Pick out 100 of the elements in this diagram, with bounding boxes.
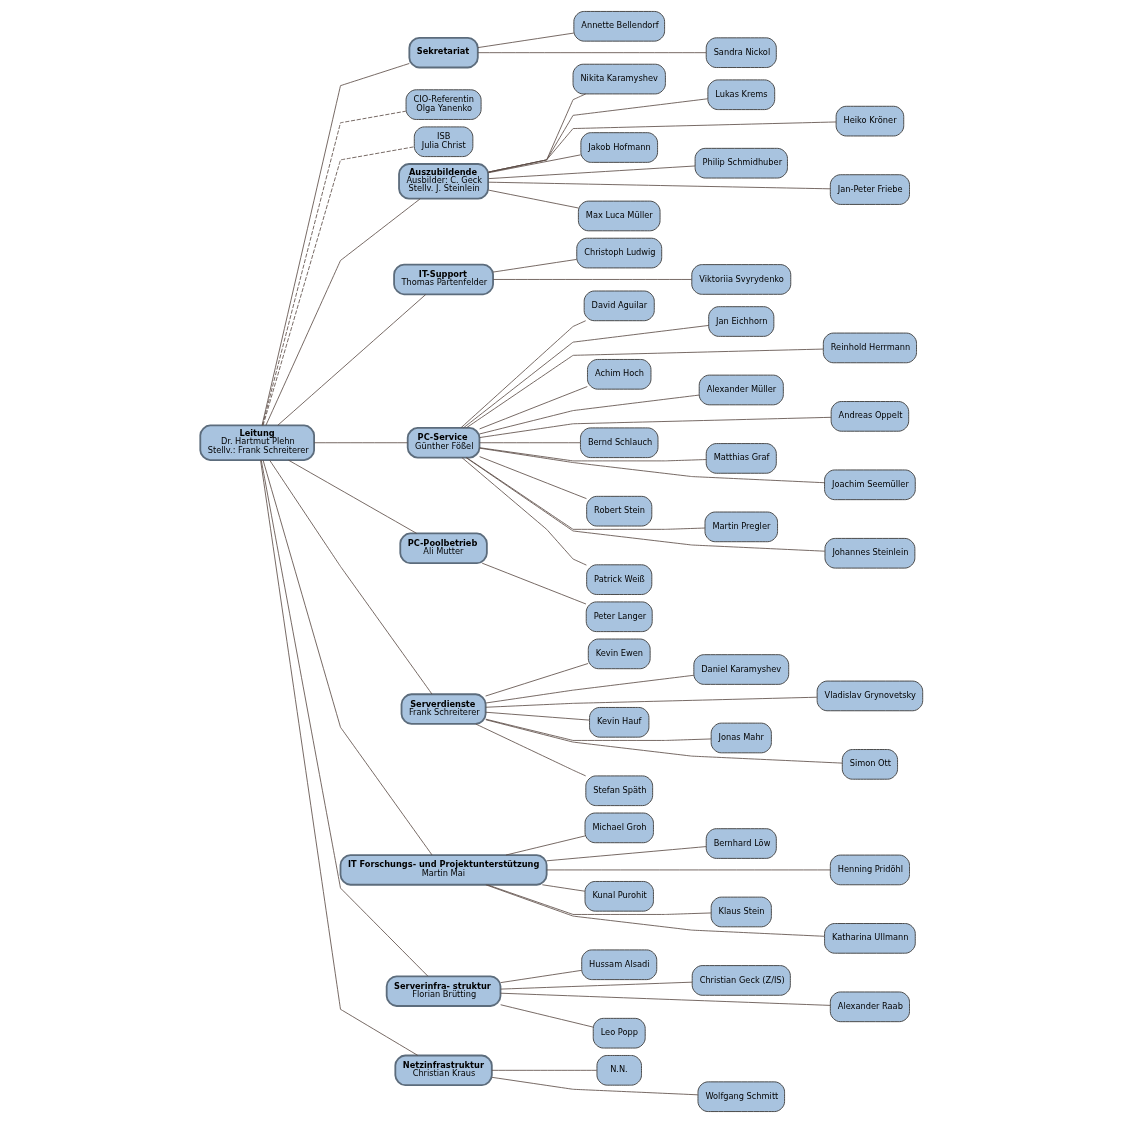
connector: [487, 93, 587, 173]
node-box: CIO-Referentin Olga Yanenko: [405, 89, 482, 120]
node-box: Simon Ott: [841, 749, 899, 780]
connector: [277, 294, 427, 426]
node-box: Auszubildende Ausbilder: C. Geck Stellv. J. Steinlein: [398, 163, 489, 200]
node-box: Peter Langer: [585, 601, 653, 633]
connector: [546, 869, 831, 871]
connector: [505, 835, 586, 856]
node-box: Philip Schmidhuber: [694, 147, 788, 179]
node-box: Heiko Kröner: [835, 105, 905, 137]
connector: [487, 181, 831, 190]
node-box: Patrick Weiß: [586, 564, 653, 595]
node-box: Max Luca Müller: [577, 200, 661, 232]
connector: [487, 121, 837, 173]
node-box: Nikita Karamyshev: [572, 63, 666, 95]
node-box: Johannes Steinlein: [824, 537, 916, 569]
node-box: Jan Eichhorn: [708, 306, 775, 337]
node-box: ISB Julia Christ: [413, 126, 474, 158]
connector: [313, 442, 408, 444]
connector: [485, 711, 590, 721]
connector: [500, 1004, 594, 1028]
connector: [500, 992, 831, 1006]
connector: [260, 459, 419, 1056]
connector: [479, 442, 581, 444]
node-box: Daniel Karamyshev: [693, 654, 790, 685]
node-box: PC-Service Günther Fößel: [406, 427, 481, 459]
node-box: IT-Support Thomas Partenfelder: [393, 263, 494, 296]
connector: [465, 457, 826, 552]
node-box: IT Forschungs- und Projektunterstützung Martin Mai: [339, 854, 548, 886]
connector: [261, 63, 410, 426]
node-box: Bernhard Löw: [705, 828, 777, 859]
node-box: Alexander Müller: [698, 374, 784, 406]
node-box: Annette Bellendorf: [573, 10, 666, 42]
node-box: David Aguilar: [583, 290, 655, 322]
connector: [491, 1069, 598, 1071]
node-box: Leo Popp: [592, 1017, 646, 1049]
connector: [487, 884, 712, 915]
connector: [488, 165, 696, 180]
node-box: Sandra Nickol: [705, 37, 777, 69]
node-box: Kevin Hauf: [589, 706, 650, 738]
connector: [492, 259, 577, 273]
connector: [487, 98, 709, 173]
node-box: Sekretariat: [408, 36, 479, 69]
connector: [262, 146, 415, 426]
node-box: Andreas Oppelt: [830, 401, 910, 432]
connector: [485, 884, 825, 937]
connector: [260, 459, 429, 977]
connector: [466, 348, 824, 429]
connector: [475, 723, 587, 777]
node-box: Hussam Alsadi: [581, 949, 658, 981]
node-box: Jonas Mahr: [710, 722, 772, 754]
connector: [485, 718, 712, 741]
connector: [492, 279, 693, 280]
connector: [479, 447, 707, 462]
node-box: Jan-Peter Friebe: [829, 174, 910, 205]
node-box: Joachim Seemüller: [824, 469, 916, 501]
connector: [500, 981, 693, 990]
connector: [265, 198, 421, 426]
connector: [288, 459, 418, 534]
connector: [479, 456, 587, 500]
connector: [479, 386, 588, 430]
node-box: Henning Pridöhl: [829, 854, 910, 886]
node-box: Lukas Krems: [707, 79, 776, 111]
node-box: Leitung Dr. Hartmut Plehn Stellv.: Frank Schreiterer: [199, 424, 315, 461]
connector: [481, 562, 587, 605]
node-box: Bernd Schlauch: [579, 427, 659, 459]
connector: [461, 457, 587, 566]
node-box: Reinhold Herrmann: [822, 332, 917, 364]
node-box: Viktoriia Svyrydenko: [691, 264, 792, 295]
connector: [462, 325, 709, 429]
node-box: Kunal Purohit: [584, 880, 654, 912]
node-box: Jakob Hofmann: [580, 132, 659, 163]
connector: [485, 719, 843, 764]
connector: [485, 696, 818, 708]
connector: [491, 1076, 699, 1096]
connector: [269, 459, 433, 695]
node-box: Martin Pregler: [704, 511, 779, 543]
connector: [541, 884, 586, 892]
node-box: Matthias Graf: [705, 443, 777, 474]
connector: [479, 394, 700, 435]
node-box: Serverdienste Frank Schreiterer: [400, 693, 487, 725]
node-box: Alexander Raab: [829, 991, 910, 1023]
connector: [477, 32, 575, 48]
connector: [479, 416, 832, 438]
node-box: Kevin Ewen: [587, 638, 651, 670]
node-box: Robert Stein: [586, 495, 653, 527]
node-box: Achim Hoch: [587, 358, 652, 390]
node-box: Serverinfra- struktur Florian Brütting: [385, 975, 502, 1007]
node-box: Stefan Späth: [585, 775, 654, 807]
connector: [460, 320, 587, 429]
node-box: Katharina Ullmann: [824, 923, 916, 954]
node-box: Michael Groh: [584, 812, 654, 844]
connector: [546, 846, 707, 862]
connector: [479, 447, 825, 484]
node-box: Christian Geck (Z/IS): [691, 965, 791, 996]
connector: [485, 674, 695, 704]
connector: [487, 154, 582, 174]
connector: [487, 189, 579, 209]
connector: [262, 459, 433, 856]
connector: [262, 110, 407, 426]
